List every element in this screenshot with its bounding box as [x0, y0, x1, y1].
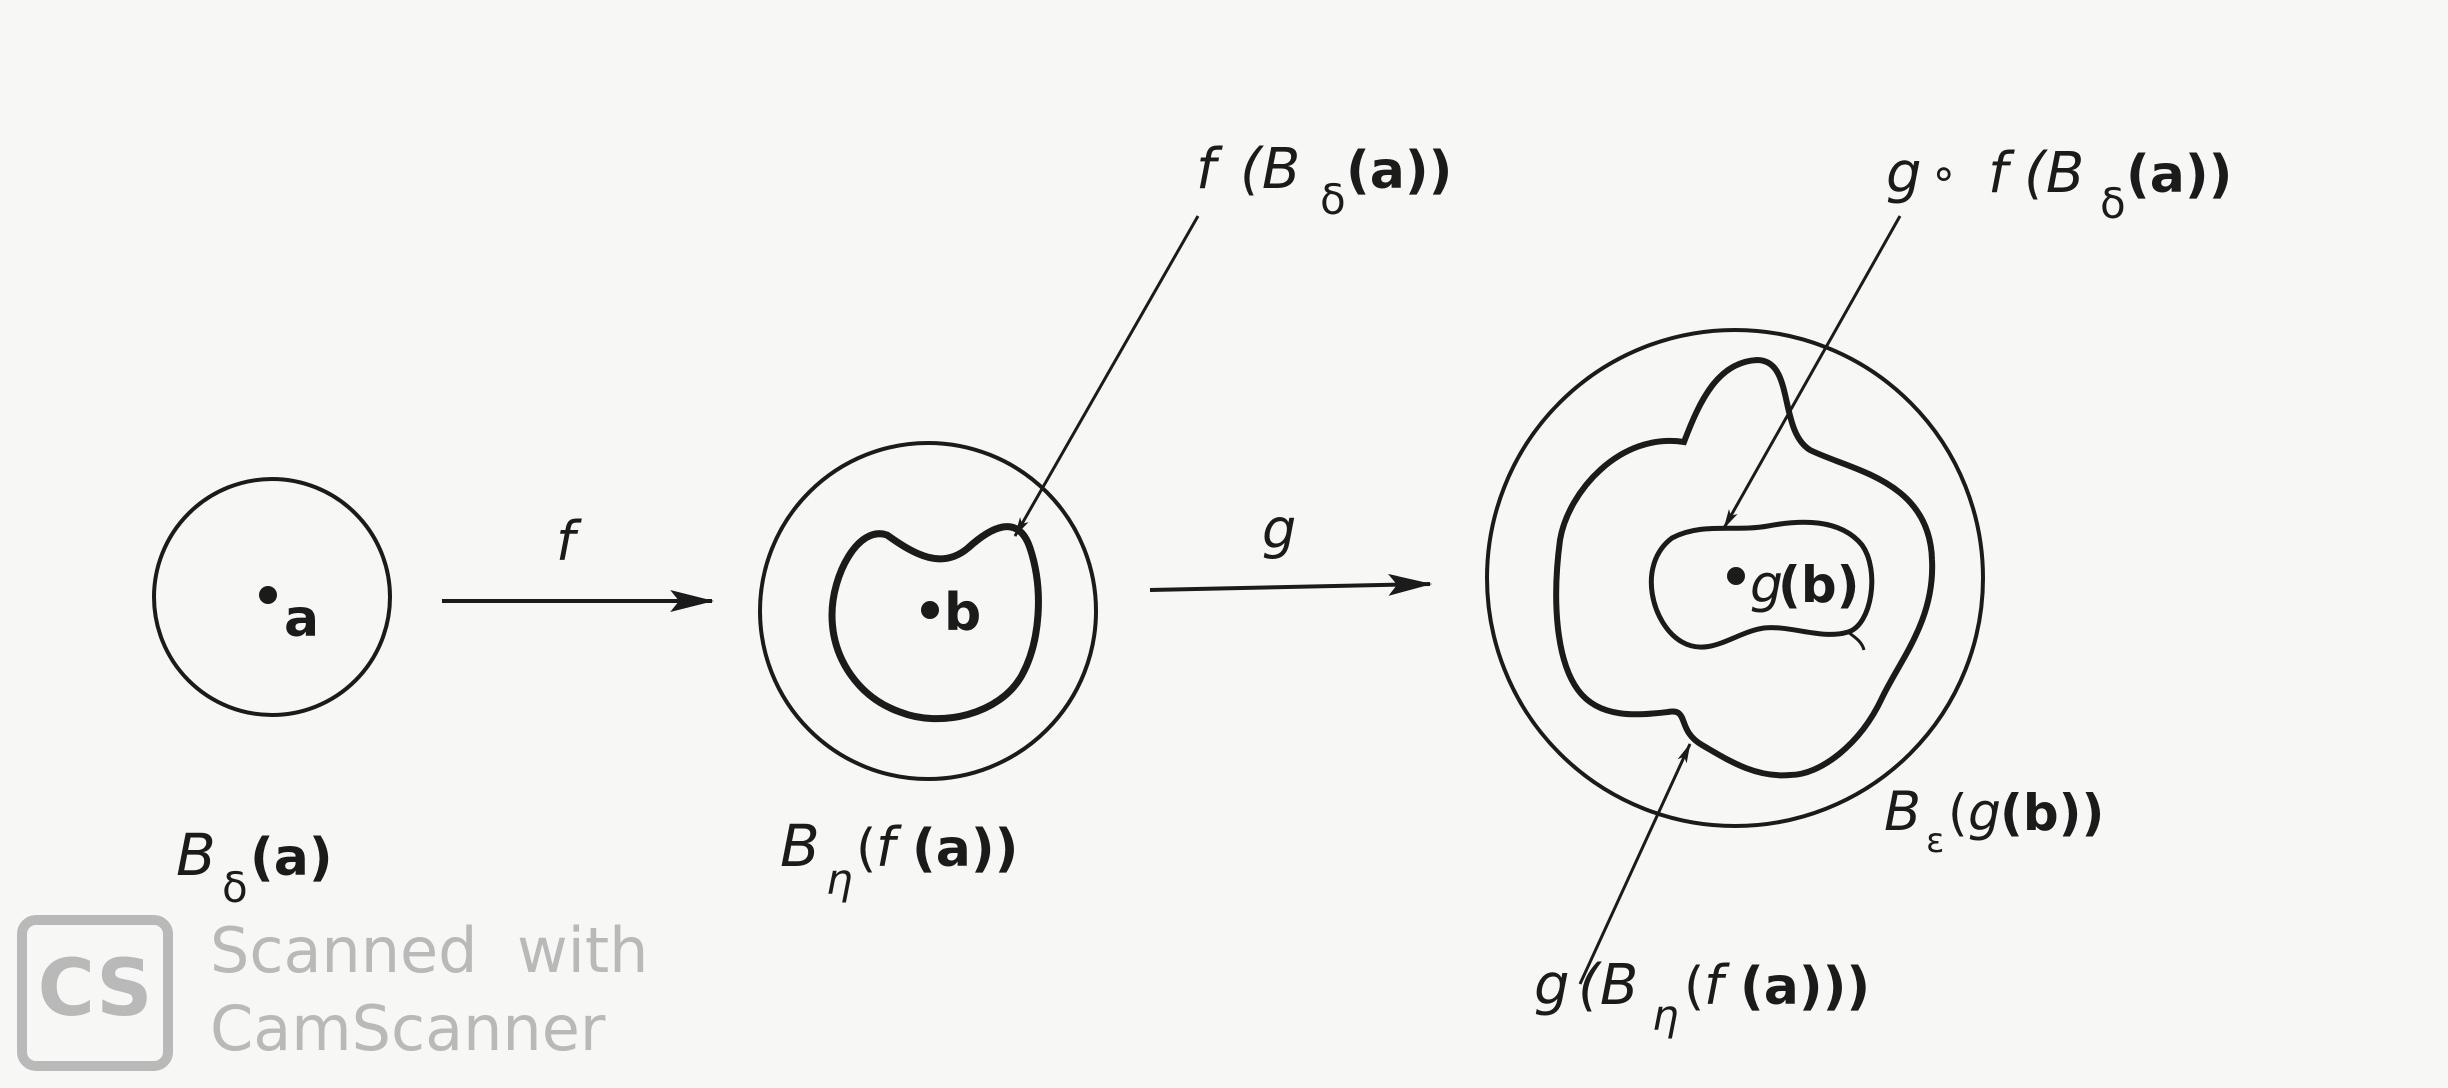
svg-text:(B: (B [2024, 141, 2084, 206]
image-gof-ball-delta-label: g ∘ f (B δ (a)) [1886, 141, 2232, 228]
svg-text:B: B [780, 812, 820, 880]
svg-text:δ: δ [2100, 179, 2126, 228]
svg-text:B: B [176, 821, 216, 889]
ball-eps-gb [1485, 328, 1985, 828]
point-gb-dot [1727, 567, 1745, 585]
svg-text:(: ( [1948, 784, 1968, 842]
svg-text:(a)): (a)) [1346, 141, 1452, 201]
svg-text:f: f [876, 816, 902, 879]
svg-text:(B: (B [1240, 137, 1300, 202]
svg-text:η: η [1652, 991, 1679, 1040]
map-g-arrow [1149, 573, 1433, 596]
ball-delta-a [152, 477, 392, 717]
svg-text:(a))): (a))) [1740, 957, 1870, 1017]
svg-text:ε: ε [1926, 821, 1944, 861]
svg-text:(a): (a) [250, 828, 333, 888]
image-g-ball-eta-label: g (B η ( f (a))) [1534, 953, 1870, 1040]
pointer-f-image [1013, 215, 1200, 537]
point-b-label: b [944, 583, 981, 643]
svg-text:g: g [1750, 555, 1783, 615]
point-a-label: a [284, 589, 319, 649]
image-g-ball-eta-region [1553, 356, 1936, 779]
ball-eta-fa-label: B η ( f (a)) [780, 812, 1018, 904]
svg-text:η: η [826, 855, 853, 904]
watermark-line2: CamScanner [210, 992, 606, 1065]
watermark-line1: Scanned with [210, 914, 648, 987]
svg-text:∘: ∘ [1930, 148, 1958, 199]
point-b-dot [921, 601, 939, 619]
svg-text:f: f [1988, 141, 2015, 206]
svg-text:f: f [1704, 954, 1730, 1017]
camscanner-watermark: CS Scanned with CamScanner [17, 914, 648, 1071]
svg-text:(: ( [856, 819, 876, 879]
point-gb-label: g (b) [1750, 555, 1860, 615]
camscanner-logo-text: CS [38, 944, 153, 1034]
image-f-ball-delta-label: f (B δ (a)) [1196, 137, 1452, 224]
svg-text:f: f [1196, 137, 1223, 202]
svg-text:δ: δ [1320, 175, 1346, 224]
svg-text:δ: δ [222, 863, 248, 912]
pointer-gof-image [1722, 215, 1902, 529]
ball-delta-a-label: B δ (a) [176, 821, 333, 912]
svg-text:g: g [1534, 953, 1570, 1018]
map-g-label: g [1262, 498, 1296, 561]
svg-text:g: g [1968, 783, 2001, 843]
svg-text:g: g [1886, 141, 1922, 206]
svg-text:B: B [1884, 780, 1921, 843]
ball-eta-fa [758, 441, 1098, 781]
svg-text:(a)): (a)) [912, 819, 1018, 879]
camscanner-logo-icon [17, 915, 173, 1071]
image-f-ball-delta-region [828, 523, 1042, 723]
svg-text:(B: (B [1578, 953, 1638, 1018]
svg-text:(: ( [1684, 957, 1704, 1017]
svg-text:(a)): (a)) [2126, 145, 2232, 205]
point-a-dot [259, 586, 277, 604]
pointer-g-image [1578, 743, 1692, 985]
map-f-label: f [556, 510, 582, 573]
ball-eps-gb-label: B ε ( g (b)) [1884, 780, 2104, 861]
svg-text:(b)): (b)) [2000, 784, 2104, 842]
svg-text:(b): (b) [1778, 556, 1860, 614]
region-tick-mark [1847, 630, 1866, 651]
